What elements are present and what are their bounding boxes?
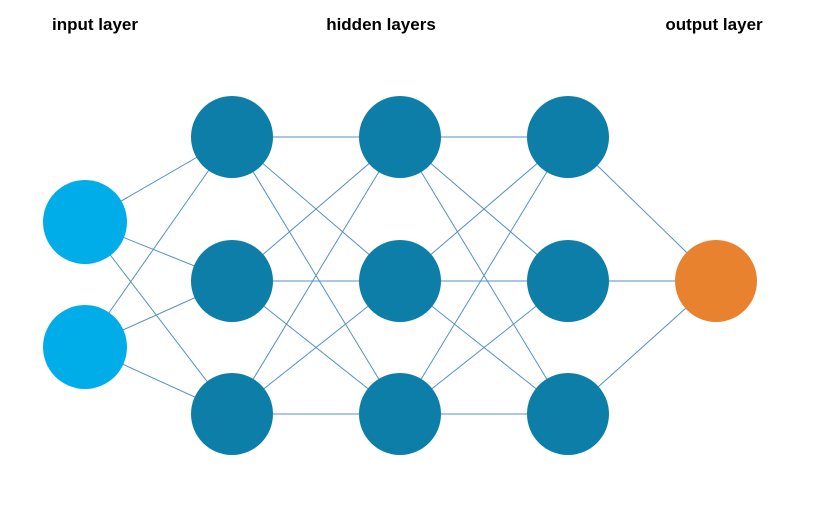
network-nodes: input node 1 input node 2 hidden layer 1 n… bbox=[43, 96, 757, 455]
node-hidden3-3[interactable]: hidden layer 3 node 3 bbox=[527, 373, 609, 455]
node-hidden3-2[interactable]: hidden layer 3 node 2 bbox=[527, 240, 609, 322]
edge-hidden1-3-to-hidden2-1 bbox=[231, 136, 401, 415]
node-hidden2-3[interactable]: hidden layer 2 node 3 bbox=[359, 373, 441, 455]
node-hidden3-1[interactable]: hidden layer 3 node 1 bbox=[527, 96, 609, 178]
node-hidden1-2[interactable]: hidden layer 1 node 2 bbox=[191, 240, 273, 322]
node-hidden1-1[interactable]: hidden layer 1 node 1 bbox=[191, 96, 273, 178]
edge-input-2-to-hidden1-1 bbox=[84, 136, 233, 348]
node-hidden2-1[interactable]: hidden layer 2 node 1 bbox=[359, 96, 441, 178]
edge-hidden2-3-to-hidden3-1 bbox=[399, 136, 569, 415]
node-hidden1-3[interactable]: hidden layer 1 node 3 bbox=[191, 373, 273, 455]
node-output-1[interactable]: output node 1 bbox=[675, 240, 757, 322]
input-layer-label: input layer bbox=[52, 15, 138, 34]
node-hidden2-2[interactable]: hidden layer 2 node 2 bbox=[359, 240, 441, 322]
hidden-layers-label: hidden layers bbox=[326, 15, 436, 34]
output-layer-label: output layer bbox=[665, 15, 763, 34]
node-input-2[interactable]: input node 2 bbox=[43, 305, 127, 389]
node-input-1[interactable]: input node 1 bbox=[43, 180, 127, 264]
